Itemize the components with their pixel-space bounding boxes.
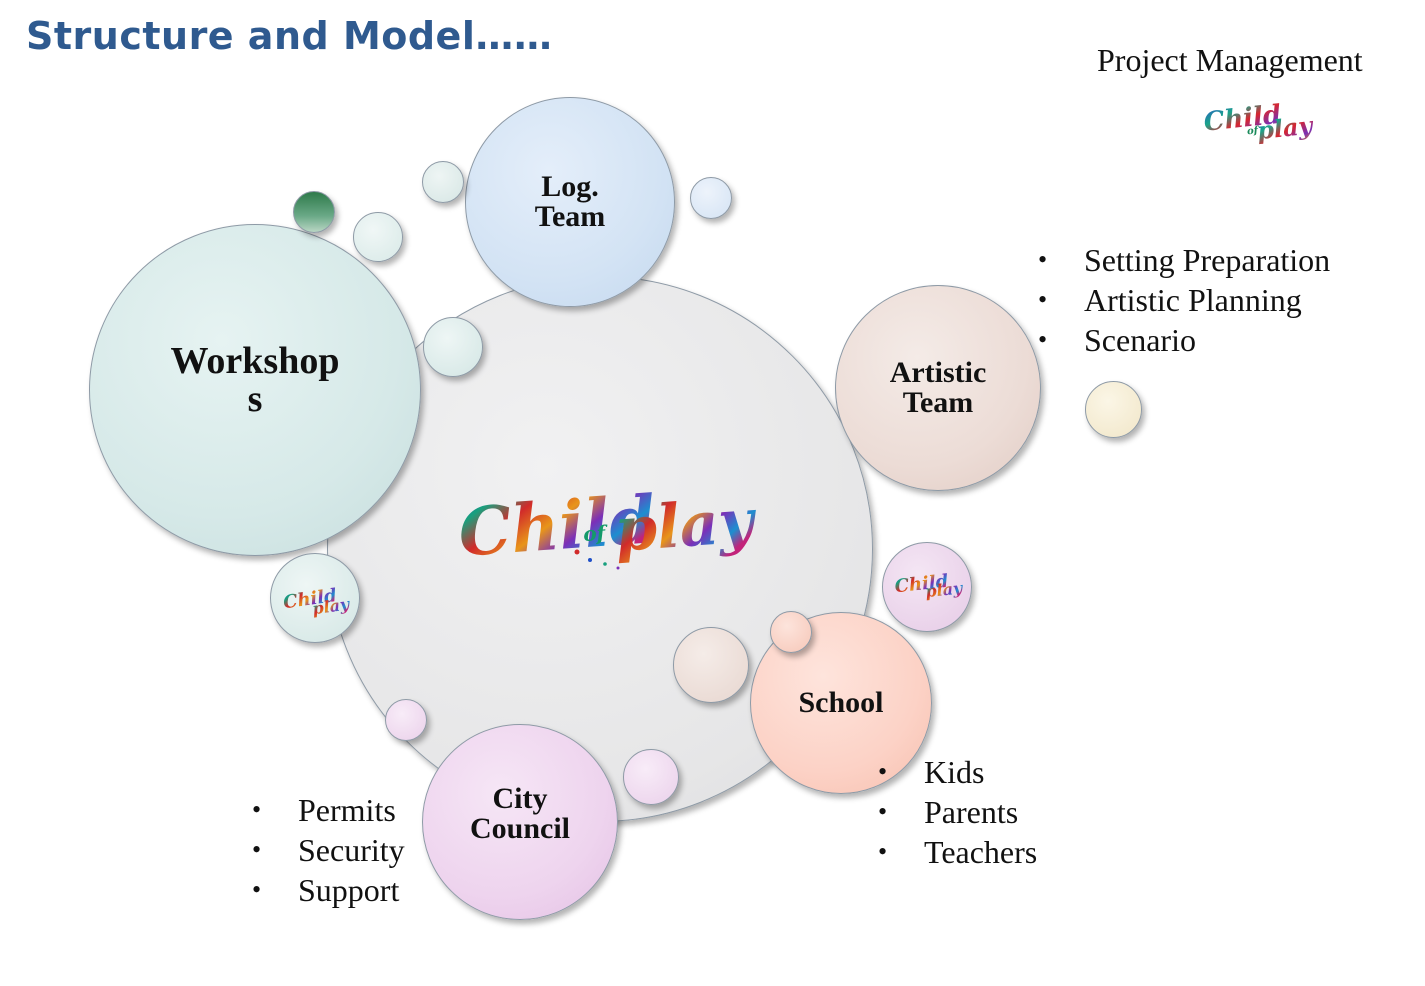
log-team-circle[interactable]: Log. Team (465, 97, 675, 307)
workshops-label: Workshop s (170, 340, 340, 420)
school-label: School (798, 686, 884, 719)
list-item: •Parents (878, 794, 1019, 830)
bubble-school-left (673, 627, 749, 703)
log-team-label: Log. Team (534, 170, 606, 233)
bubble-log-left (422, 161, 464, 203)
bubble-artistic-cream (1085, 381, 1142, 438)
list-item: •Artistic Planning (1038, 282, 1302, 318)
logo-bubble-left: Child play (270, 553, 360, 643)
bubble-log-right (690, 177, 732, 219)
svg-text:play: play (311, 594, 352, 618)
bubble-green (293, 191, 335, 233)
svg-text:play: play (613, 486, 760, 566)
bubble-council-right (623, 749, 679, 805)
svg-text:play: play (924, 578, 964, 601)
list-item: •Scenario (1038, 322, 1196, 358)
logo-bubble-right-logo: Child play (894, 571, 965, 601)
svg-text:play: play (1256, 110, 1316, 145)
bubble-workshops-right (423, 317, 483, 377)
bubble-council-left (385, 699, 427, 741)
project-management-label: Project Management (1097, 42, 1363, 78)
svg-text:of: of (1247, 125, 1261, 137)
school-task-list: •Kids •Parents •Teachers (876, 752, 1037, 872)
logo-bubble-right: Child play (882, 542, 972, 632)
logo-bubble-left-logo: Child play (282, 585, 352, 618)
list-item: •Support (252, 872, 400, 908)
bubble-workshops-top (353, 212, 403, 262)
page-title: Structure and Model…… (26, 14, 553, 58)
city-council-label: City Council (469, 782, 571, 845)
artistic-team-label: Artistic Team (889, 356, 987, 419)
council-task-list: •Permits •Security •Support (250, 790, 405, 910)
workshops-circle[interactable]: Workshop s (89, 224, 421, 556)
center-logo: Child of play (456, 480, 760, 572)
artistic-task-list: •Setting Preparation •Artistic Planning … (1036, 240, 1330, 360)
list-item: •Kids (878, 754, 985, 790)
bubble-school-top (770, 611, 812, 653)
list-item: •Setting Preparation (1038, 242, 1331, 278)
list-item: •Teachers (878, 834, 1038, 870)
project-management-logo: Child of play (1202, 100, 1315, 145)
svg-text:Child: Child (456, 480, 658, 572)
artistic-team-circle[interactable]: Artistic Team (835, 285, 1041, 491)
city-council-circle[interactable]: City Council (422, 724, 618, 920)
list-item: •Security (252, 832, 405, 868)
list-item: •Permits (252, 792, 396, 828)
